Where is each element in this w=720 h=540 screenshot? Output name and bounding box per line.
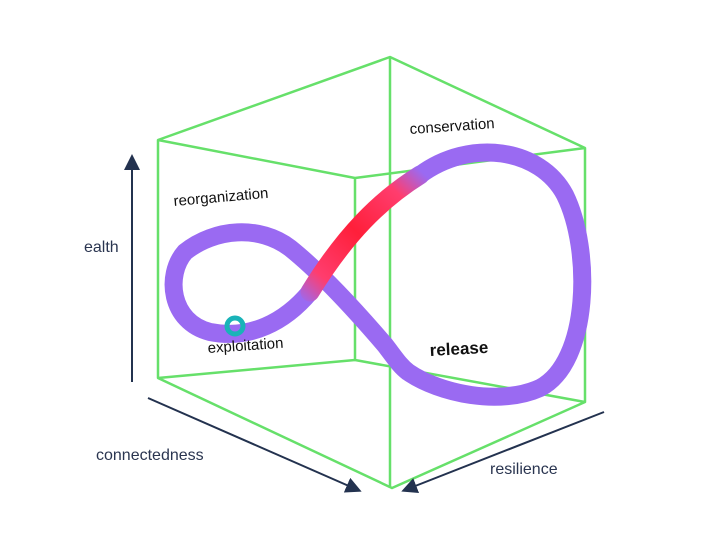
label-reorganization: reorganization xyxy=(173,185,269,210)
axis-label-vertical: ealth xyxy=(84,239,119,256)
cube-back-face xyxy=(156,55,587,490)
cube-frame xyxy=(156,55,587,490)
adaptive-loop xyxy=(164,143,592,406)
loop-highlight xyxy=(300,165,430,302)
label-conservation: conservation xyxy=(409,115,495,138)
label-release: release xyxy=(429,338,489,360)
cube-inner-edges xyxy=(157,57,586,488)
axis-label-connectedness: connectedness xyxy=(96,447,204,464)
cycle-marker xyxy=(224,315,246,337)
connectedness-axis-arrow xyxy=(147,397,362,493)
label-exploitation: exploitation xyxy=(207,335,284,357)
axis-arrows xyxy=(124,154,605,494)
resilience-axis-arrow xyxy=(401,411,605,494)
axis-label-resilience: resilience xyxy=(490,461,558,478)
